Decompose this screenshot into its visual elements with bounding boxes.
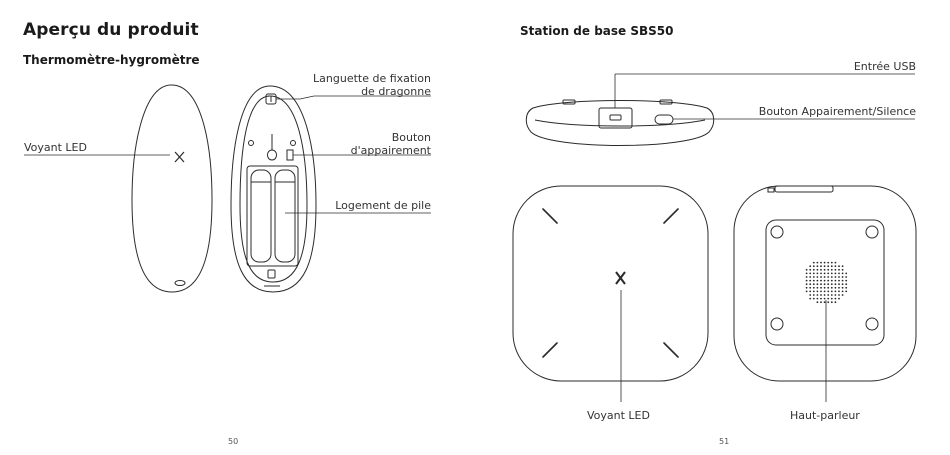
page-number-right: 51 (719, 437, 729, 446)
speaker-label: Haut-parleur (790, 409, 860, 422)
base-station-front (513, 186, 708, 381)
thermo-hygrometer-illustration (0, 0, 475, 455)
lanyard-tab-label-line2: de dragonne (313, 85, 431, 98)
speaker-grill (806, 262, 847, 303)
led-indicator-label: Voyant LED (24, 141, 87, 154)
sensor-back-body (231, 86, 316, 292)
battery-compartment (247, 166, 298, 266)
lanyard-tab-label: Languette de fixation de dragonne (313, 72, 431, 98)
base-led-x-mark (616, 272, 625, 284)
page-number-left: 50 (228, 437, 238, 446)
right-page: Station de base SBS50 (475, 0, 950, 455)
left-page: Aperçu du produit Thermomètre-hygromètre (0, 0, 475, 455)
led-x-mark (175, 152, 184, 162)
lanyard-tab-label-line1: Languette de fixation (313, 72, 431, 85)
usb-port (599, 108, 632, 128)
pair-silence-button (655, 115, 673, 124)
pairing-button-label-line1: Bouton (351, 131, 431, 144)
pairing-button-label: Bouton d'appairement (351, 131, 431, 157)
battery-compartment-label: Logement de pile (335, 199, 431, 212)
pair-silence-button-label: Bouton Appairement/Silence (759, 105, 916, 118)
usb-input-label: Entrée USB (854, 60, 916, 73)
sensor-front-body (132, 85, 212, 292)
base-led-indicator-label: Voyant LED (587, 409, 650, 422)
pairing-button-label-line2: d'appairement (351, 144, 431, 157)
